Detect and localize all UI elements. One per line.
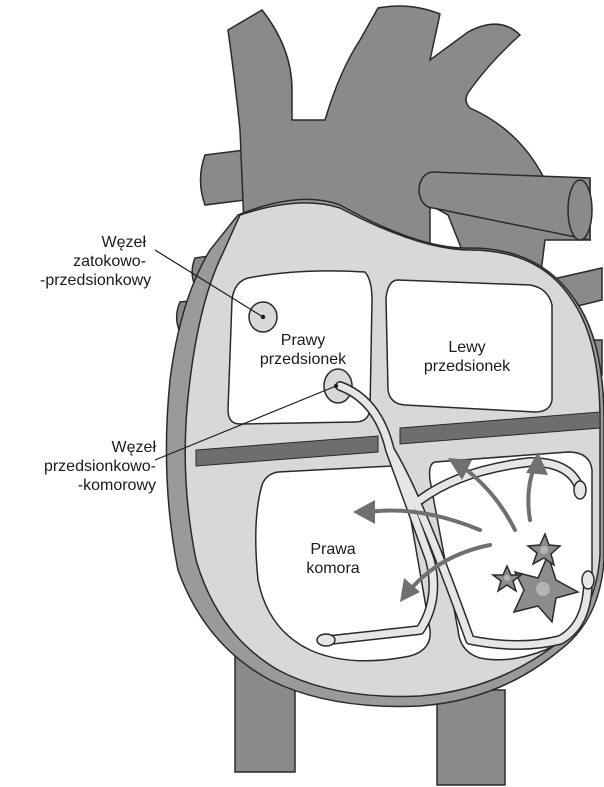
pulmonary-artery-end (568, 180, 592, 240)
descending-aorta (437, 690, 505, 785)
right-atrium-label: Prawy przedsionek (248, 331, 358, 369)
sa-node-label: Węzeł zatokowo- -przedsionkowy (40, 233, 146, 290)
sa-node-dot (261, 315, 265, 319)
av-node-label: Węzeł przedsionkowo- -komorowy (8, 438, 156, 495)
right-ventricle-label: Prawa komora (288, 540, 378, 578)
left-atrium-label: Lewy przedsionek (412, 338, 522, 376)
av-node-dot (334, 384, 338, 388)
